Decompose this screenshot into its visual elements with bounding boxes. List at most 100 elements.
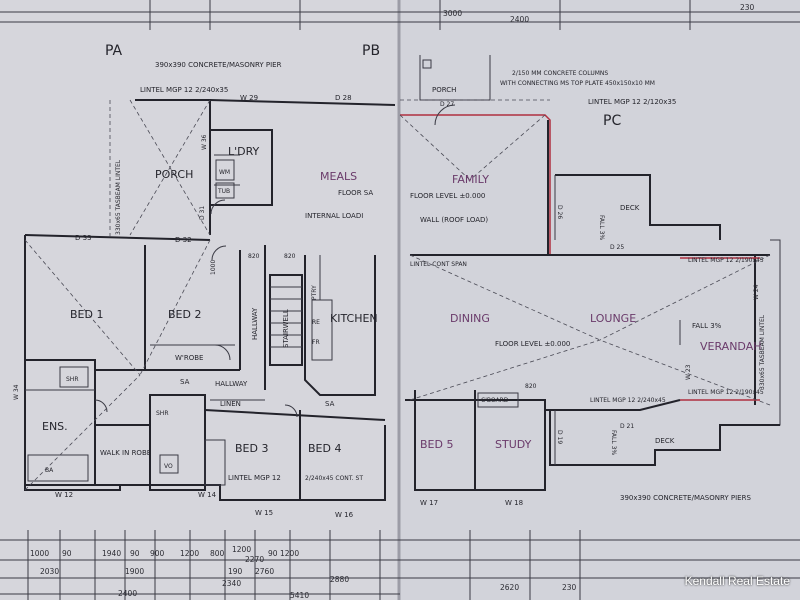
study-label: STUDY: [495, 438, 532, 451]
bottom-dim: 2760: [255, 567, 274, 576]
cupboard-label: C'BOARD: [481, 397, 509, 404]
fall-top-note: FALL 3%: [598, 215, 605, 240]
smoke-alarm-2: SA: [325, 400, 335, 408]
bottom-dim: 1200: [280, 549, 299, 558]
w15-label: W 15: [255, 509, 273, 517]
d25-label: D 25: [610, 244, 624, 251]
bed5-label: BED 5: [420, 438, 453, 451]
top-dim-2: 2400: [510, 15, 529, 24]
d21-label: D 21: [620, 423, 634, 430]
hallway-horizontal-label: HALLWAY: [215, 380, 248, 388]
bath-label: BA: [45, 467, 54, 474]
shower-ensuite-label: SHR: [66, 376, 79, 383]
dim-1000: 1000: [210, 260, 217, 275]
floor-sa-note: FLOOR SA: [338, 189, 373, 197]
d28-label: D 28: [335, 94, 352, 102]
d19-label: D 19: [556, 430, 563, 444]
bottom-dim: 1200: [232, 545, 251, 554]
bed4-label: BED 4: [308, 442, 341, 455]
bed1-label: BED 1: [70, 308, 103, 321]
d26-label: D 26: [556, 205, 563, 219]
lintel-right-note: LINTEL MGP 12 2/120x35: [588, 98, 676, 106]
lintel-cont-note: LINTEL CONT SPAN: [410, 261, 467, 268]
bottom-dim: 90: [62, 549, 72, 558]
vanity-label: VO: [164, 463, 173, 470]
bed2-label: BED 2: [168, 308, 201, 321]
lounge-label: LOUNGE: [590, 312, 636, 325]
lintel-bed3-note: LINTEL MGP 12: [228, 474, 281, 482]
washing-machine-label: WM: [219, 169, 230, 176]
bottom-dim: 230: [562, 583, 577, 592]
w24-label: W 24: [753, 284, 760, 300]
bottom-dim: 2030: [40, 567, 59, 576]
floor-level-family: FLOOR LEVEL ±0.000: [410, 192, 485, 200]
bottom-dim: 2340: [222, 579, 241, 588]
dim-820-a: 820: [248, 253, 260, 260]
floor-level-living: FLOOR LEVEL ±0.000: [495, 340, 570, 348]
left-walls: [24, 99, 396, 501]
top-dim-1: 3000: [443, 9, 462, 18]
bottom-dim: 1200: [180, 549, 199, 558]
bottom-dim: 90: [130, 549, 140, 558]
porch-left-label: PORCH: [155, 168, 193, 181]
walk-in-robe-label: WALK IN ROBE: [100, 449, 151, 457]
deck-top-label: DECK: [620, 204, 640, 212]
grid-b-label: PB: [362, 43, 380, 59]
fall-right-note: FALL 3%: [692, 322, 722, 330]
w23-label: W 23: [685, 364, 692, 380]
w18-label: W 18: [505, 499, 523, 507]
bottom-dim: 1900: [125, 567, 144, 576]
pier-note-top: 390x390 CONCRETE/MASONRY PIER: [155, 61, 282, 69]
lintel-porch-note: LINTEL MGP 12 2/240x35: [140, 86, 228, 94]
bottom-dim: 2880: [330, 575, 349, 584]
porch-right-label: PORCH: [432, 86, 456, 94]
bottom-dims-row1: 1000 90 1940 90 900 1200 800 1200 2270 9…: [30, 545, 299, 564]
lintel-bed4-note: 2/240x45 CONT. ST: [305, 475, 363, 482]
bottom-dim: 1940: [102, 549, 121, 558]
linen-label: LINEN: [220, 400, 241, 408]
beam-right-note: 330x65 TASBEAM LINTEL: [759, 314, 766, 390]
bottom-dim: 2620: [500, 583, 519, 592]
hallway-vertical-label: HALLWAY: [251, 307, 259, 340]
fall-bottom-note: FALL 3%: [610, 430, 617, 455]
bottom-dim: 90: [268, 549, 278, 558]
wall-roof-load-note: WALL (ROOF LOAD): [420, 216, 488, 224]
dining-label: DINING: [450, 312, 490, 325]
w34-label: W 34: [13, 384, 20, 400]
right-walls: [400, 55, 781, 491]
bottom-dims-row2: 2030 1900 190 2760 2880 2620 230: [40, 567, 577, 592]
fr-label: FR: [312, 339, 320, 346]
bottom-dimension-lines: [0, 530, 800, 600]
bottom-dim: 5410: [290, 591, 309, 600]
pantry-label: PTRY: [311, 285, 318, 300]
re-label: RE: [312, 319, 320, 326]
w12-label: W 12: [55, 491, 73, 499]
columns-note: 2/150 MM CONCRETE COLUMNS: [512, 70, 608, 77]
d31-label: D 31: [199, 206, 206, 220]
w14-label: W 14: [198, 491, 217, 499]
dim-820-b: 820: [284, 253, 296, 260]
family-label: FAMILY: [452, 173, 489, 186]
wardrobe-label: W'ROBE: [175, 354, 203, 362]
w29-label: W 29: [240, 94, 258, 102]
bottom-dims-row3: 2400 5410 2340: [118, 579, 309, 600]
bottom-dim: 190: [228, 567, 243, 576]
lintel-verandah-bottom: LINTEL MGP 12 2/190x45: [688, 389, 764, 396]
w16-label: W 16: [335, 511, 354, 519]
right-sheet: [400, 0, 800, 600]
smoke-alarm-1: SA: [180, 378, 190, 386]
watermark-brand: Kendall Real Estate: [684, 574, 790, 588]
deck-bottom-label: DECK: [655, 437, 675, 445]
top-dim-3: 230: [740, 3, 755, 12]
laundry-label: L'DRY: [228, 145, 260, 158]
bed3-label: BED 3: [235, 442, 268, 455]
stairwell-label: STAIRWELL: [282, 309, 290, 348]
w36-label: W 36: [201, 134, 208, 150]
beam-left-note: 330x65 TASBEAM LINTEL: [115, 159, 122, 235]
columns-note-2: WITH CONNECTING MS TOP PLATE 450x150x10 …: [500, 80, 655, 87]
bottom-dim: 1000: [30, 549, 49, 558]
shower-bath-label: SHR: [156, 410, 169, 417]
kitchen-label: KITCHEN: [330, 312, 378, 325]
